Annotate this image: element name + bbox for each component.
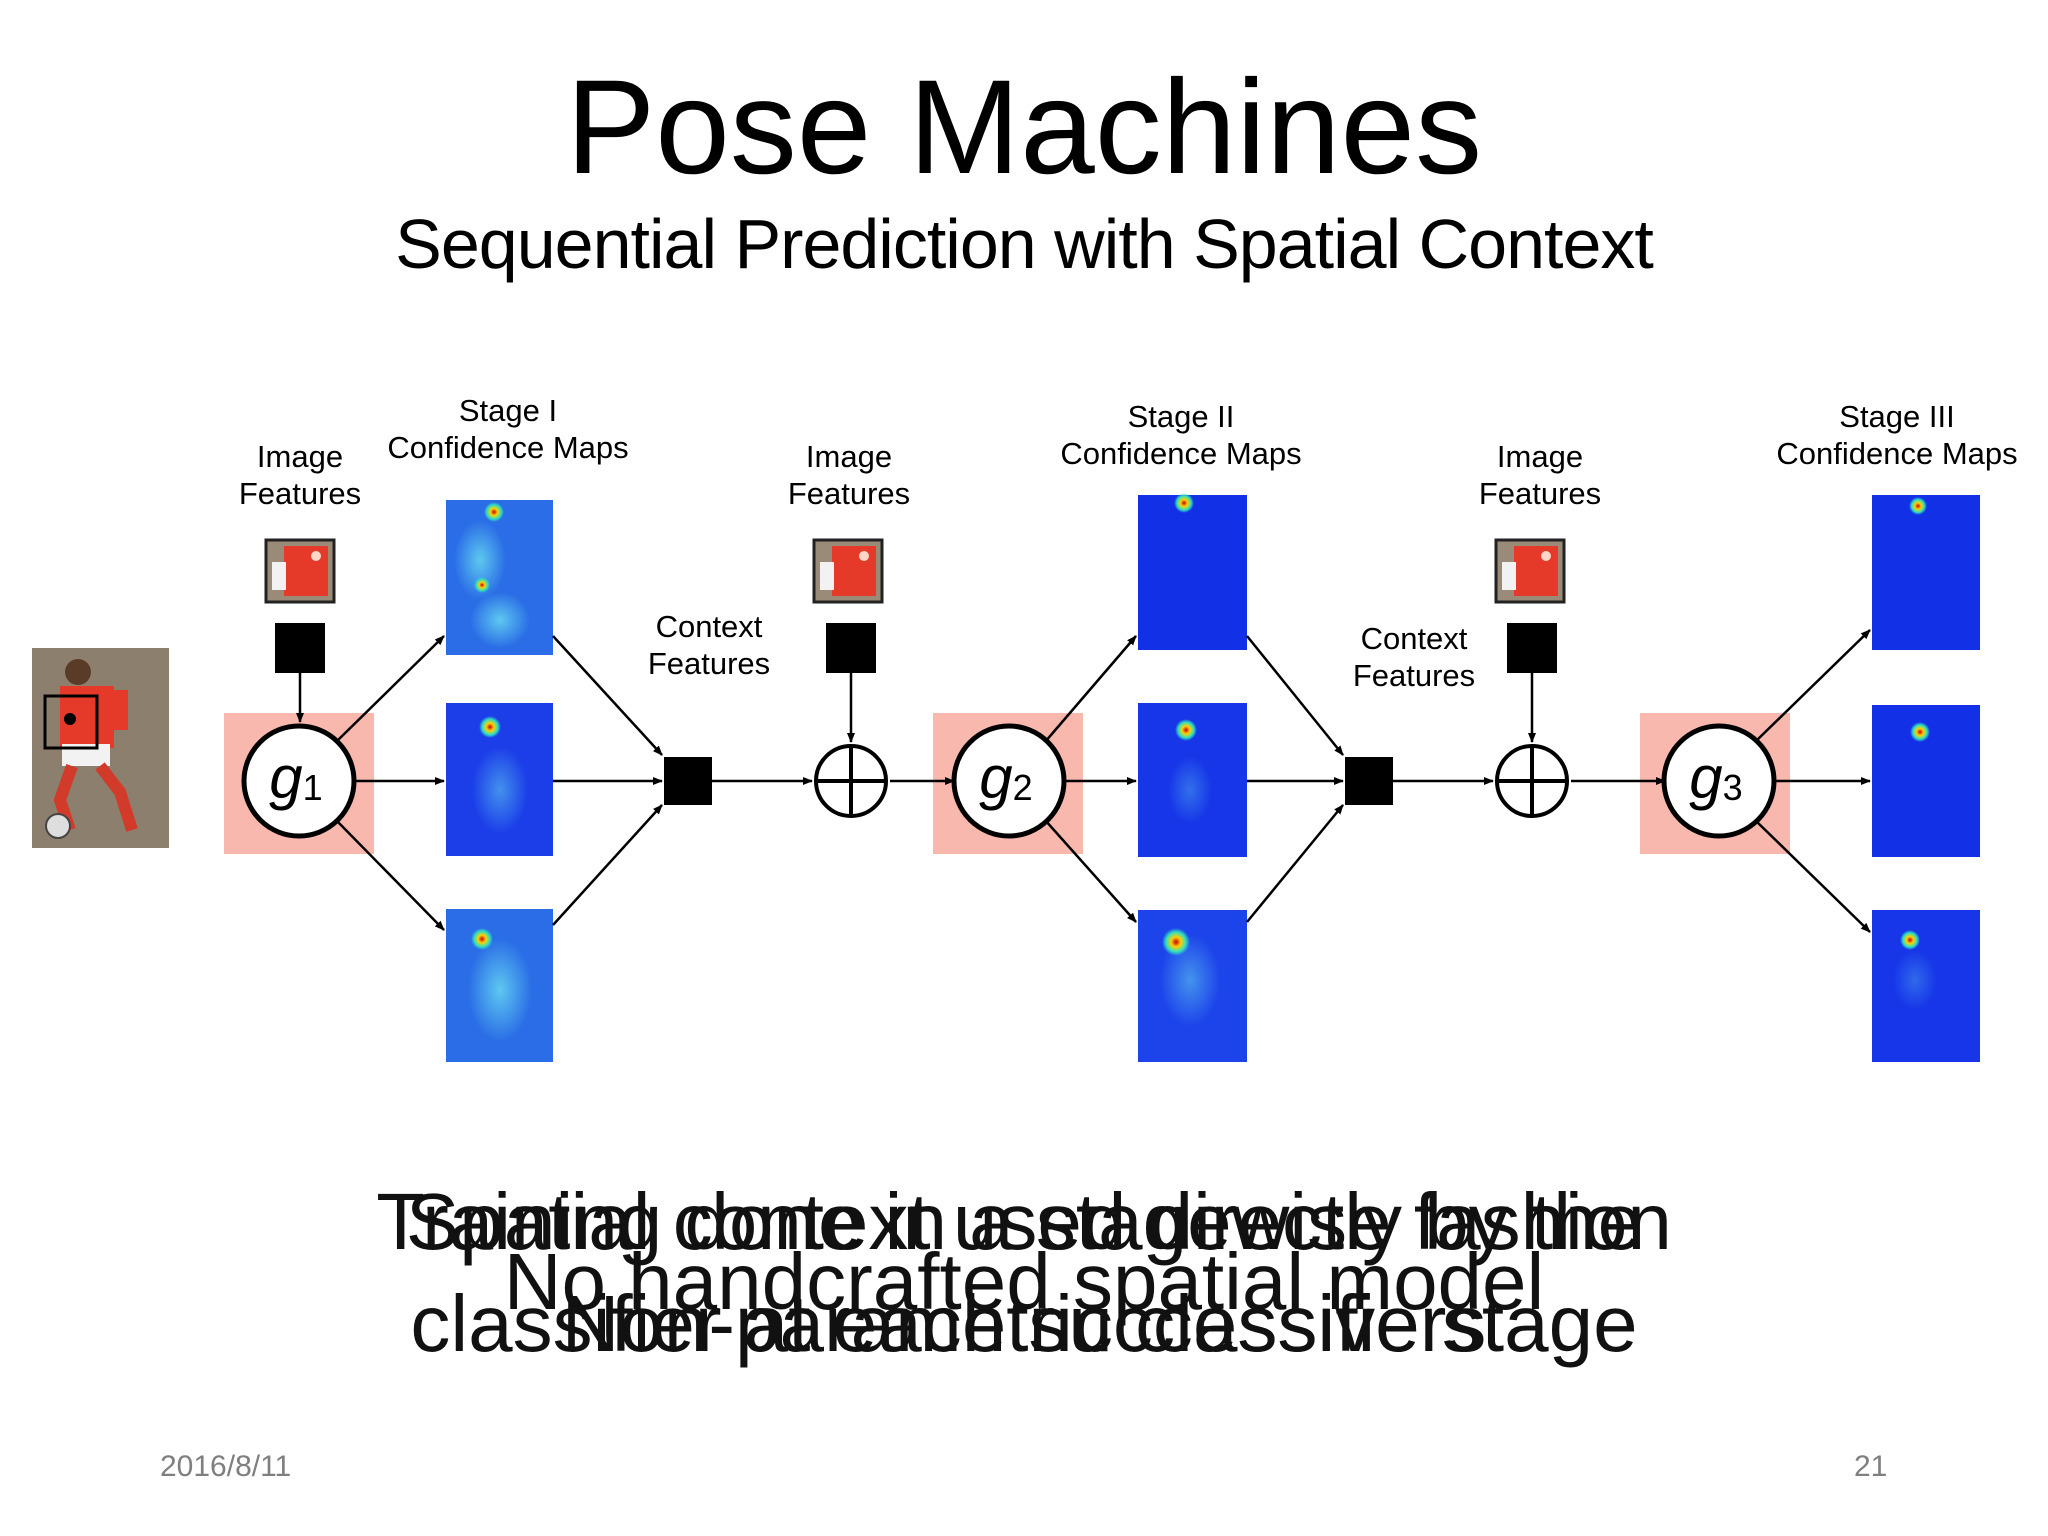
g1-node xyxy=(241,723,357,839)
flow-arrows xyxy=(335,629,1871,933)
sum-node-1 xyxy=(814,744,888,818)
g3-label: g3 xyxy=(1689,744,1743,811)
image-feature-block-3 xyxy=(1507,623,1557,673)
image-features-thumbnail-1 xyxy=(264,538,336,604)
image-features-thumbnail-3 xyxy=(1494,538,1566,604)
bottom-text-line3-b: Non-parametric classifiers xyxy=(561,1279,1487,1368)
image-feature-block-2 xyxy=(826,623,876,673)
g2-node xyxy=(951,723,1067,839)
image-feature-block-1 xyxy=(275,623,325,673)
stage2-heatmaps xyxy=(1138,493,1247,1062)
image-features-thumbnail-2 xyxy=(812,538,884,604)
slide-subtitle: Sequential Prediction with Spatial Conte… xyxy=(395,205,1654,283)
slide-date: 2016/8/11 xyxy=(160,1450,292,1483)
stage3-heatmaps xyxy=(1872,495,1980,1062)
g2-label: g2 xyxy=(979,744,1033,811)
bottom-text-line2: No handcrafted spatial model xyxy=(503,1237,1545,1326)
slide-page-number: 21 xyxy=(1854,1450,1888,1483)
bottom-text-line1-b: Training done in a stagewise fashion xyxy=(376,1177,1672,1266)
stage1-heatmaps xyxy=(446,500,553,1062)
input-image xyxy=(32,648,169,848)
slide-title: Pose Machines xyxy=(565,53,1483,202)
context-feature-block-1 xyxy=(664,757,712,805)
bottom-text-line1-a: Spatial context used directly by the xyxy=(405,1177,1643,1266)
context-feature-block-2 xyxy=(1345,757,1393,805)
g3-node xyxy=(1661,723,1777,839)
sum-node-2 xyxy=(1495,744,1569,818)
g1-label: g1 xyxy=(269,744,323,811)
bottom-text-line3-a: classifier at each successive stage xyxy=(410,1279,1638,1368)
